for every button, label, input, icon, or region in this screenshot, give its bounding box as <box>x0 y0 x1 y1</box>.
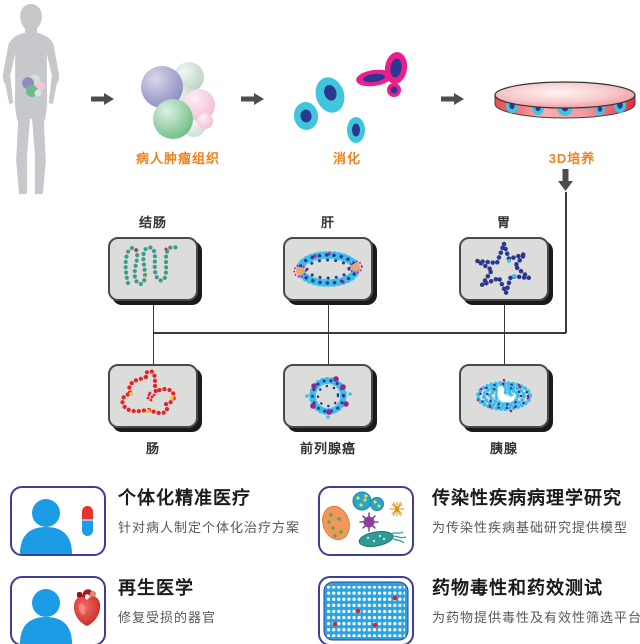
pancreas-lumen-shape <box>497 385 516 403</box>
person-shoulders-icon <box>20 527 72 554</box>
connector-line <box>565 192 567 333</box>
connector-line <box>503 301 505 333</box>
purple-virus-icon <box>359 512 379 532</box>
arrow-right-icon <box>441 93 464 105</box>
connector-line <box>503 333 505 364</box>
organoid-label-pancreas: 胰腺 <box>489 441 518 456</box>
patient-heart-icon <box>10 576 106 644</box>
app-subtitle-drug-testing: 为药物提供毒性及有效性筛选平台 <box>432 610 640 625</box>
app-title-precision-medicine: 个体化精准医疗 <box>118 488 251 508</box>
app-title-drug-testing: 药物毒性和药效测试 <box>432 578 603 598</box>
connector-line <box>327 301 329 333</box>
app-subtitle-regenerative-medicine: 修复受损的器官 <box>118 610 217 625</box>
intestine-center-cluster <box>146 391 156 402</box>
pancreas-organoid-icon <box>476 378 532 413</box>
arrow-right-icon <box>91 93 114 105</box>
arrow-right-icon <box>241 93 264 105</box>
organoid-box-liver <box>283 237 373 301</box>
dissociated-cells-icon <box>293 52 408 143</box>
heart-organ-icon <box>73 589 101 626</box>
flow-step-label-tumor: 病人肿瘤组织 <box>135 151 220 166</box>
organoid-box-intestine <box>108 364 198 428</box>
organoid-box-pancreas <box>459 364 549 428</box>
pill-capsule-icon <box>82 506 93 536</box>
person-head-icon <box>32 499 60 527</box>
app-title-regenerative-medicine: 再生医学 <box>118 578 194 598</box>
connector-line <box>153 332 566 334</box>
patient-pill-icon <box>10 486 106 556</box>
arrow-down-icon <box>558 169 573 191</box>
prostate-cancer-organoid-icon <box>305 376 352 419</box>
organoid-label-stomach: 胃 <box>496 215 511 230</box>
app-title-infectious-disease: 传染性疾病病理学研究 <box>432 488 622 508</box>
connector-line <box>152 333 154 364</box>
tumor-tissue-spheres-icon <box>141 62 215 139</box>
intestine-organoid-icon <box>120 369 177 416</box>
app-subtitle-precision-medicine: 针对病人制定个体化治疗方案 <box>118 520 301 535</box>
flow-step-label-culture: 3D培养 <box>548 151 596 166</box>
organoid-label-colon: 结肠 <box>138 215 167 230</box>
flow-step-label-digestion: 消化 <box>332 151 361 166</box>
connector-line <box>152 301 154 333</box>
organoid-box-prostate <box>283 364 373 428</box>
organoid-label-prostate: 前列腺癌 <box>299 441 356 456</box>
bacterium-icon <box>358 531 407 547</box>
positive-wells <box>332 595 398 628</box>
amoeba-icon <box>322 505 350 541</box>
petri-dish-icon <box>494 81 636 119</box>
connector-line <box>327 333 329 364</box>
microplate-icon <box>318 576 414 644</box>
teal-microbe-icon <box>352 491 384 511</box>
app-subtitle-infectious-disease: 为传染性疾病基础研究提供模型 <box>432 520 629 535</box>
stomach-organoid-icon <box>474 241 532 296</box>
organoid-label-intestine: 肠 <box>145 441 160 456</box>
tumor-in-body-icon <box>22 74 45 98</box>
person-head-icon <box>32 589 60 617</box>
microbes-icon <box>318 486 414 556</box>
organoid-box-colon <box>108 237 198 301</box>
liver-organoid-icon <box>293 251 363 287</box>
colon-organoid-icon <box>123 244 180 287</box>
organoid-box-stomach <box>459 237 549 301</box>
starburst-virus-icon <box>389 501 405 517</box>
human-body-icon <box>2 3 60 195</box>
person-shoulders-icon <box>20 617 72 644</box>
well-grid <box>327 586 405 637</box>
organoid-label-liver: 肝 <box>320 215 335 230</box>
